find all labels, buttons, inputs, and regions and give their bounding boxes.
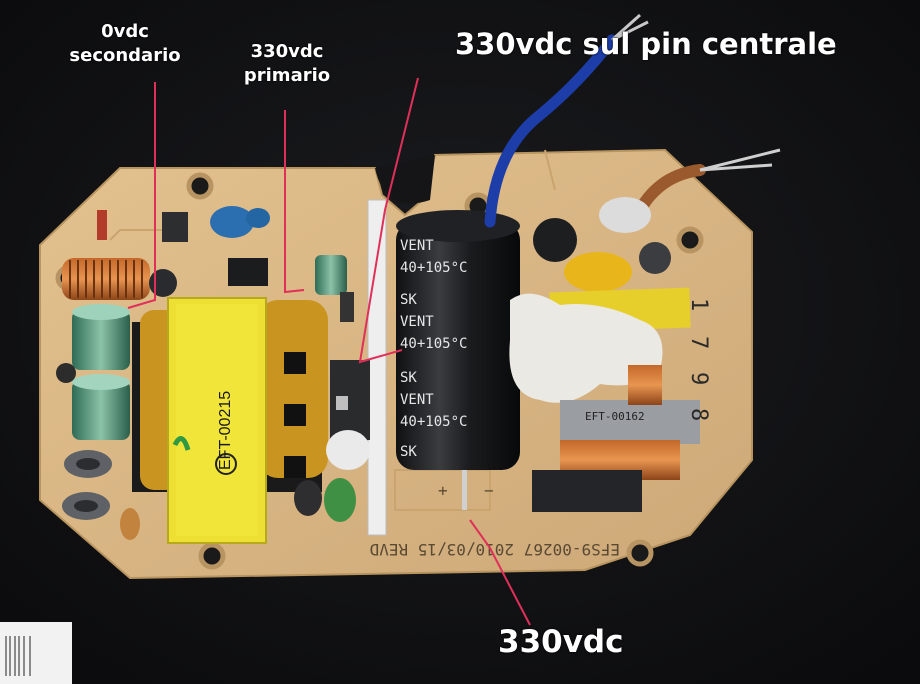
svg-text:SK: SK <box>400 370 417 386</box>
barcode-sticker <box>0 622 72 684</box>
label-0vdc-line2: secondario <box>69 45 181 66</box>
right-components: EFT-00162 <box>509 197 700 512</box>
svg-text:8: 8 <box>686 408 711 421</box>
arrow-bottom <box>469 519 531 626</box>
pcb-code-text: EFS9-00267 2010/03/15 REVD <box>370 540 620 559</box>
svg-text:EFT-00215: EFT-00215 <box>217 391 234 470</box>
annotation-arrows <box>127 77 531 626</box>
label-0vdc-line1: 0vdc <box>101 21 149 42</box>
polarity-minus: − <box>484 481 494 500</box>
label-330p-line2: primario <box>243 65 331 86</box>
svg-text:EFT-00162: EFT-00162 <box>585 410 645 423</box>
svg-text:40+105°C: 40+105°C <box>400 260 467 276</box>
arrow-0vdc <box>127 82 156 309</box>
svg-text:VENT: VENT <box>400 314 434 330</box>
arrow-330-primary <box>284 110 305 294</box>
main-transformer <box>132 297 328 544</box>
arrow-center-pin <box>358 77 419 364</box>
svg-text:VENT: VENT <box>400 392 434 408</box>
label-bottom-330vdc: 330vdc <box>498 624 624 660</box>
label-center-pin: 330vdc sul pin centrale <box>455 27 837 61</box>
svg-text:9: 9 <box>686 372 711 385</box>
polarity-plus: + <box>438 481 448 500</box>
toroid-inductor <box>62 258 150 300</box>
svg-text:VENT: VENT <box>400 238 434 254</box>
output-capacitors <box>56 304 130 440</box>
svg-text:40+105°C: 40+105°C <box>400 336 467 352</box>
svg-text:40+105°C: 40+105°C <box>400 414 467 430</box>
label-330p-line1: 330vdc <box>250 41 324 62</box>
ferrite-beads <box>62 450 140 540</box>
label-0vdc-secondary: 0vdc secondario <box>60 20 190 68</box>
transformer-label: EFT-00215 <box>217 391 234 470</box>
blue-wire <box>484 13 649 228</box>
svg-text:SK: SK <box>400 444 417 460</box>
svg-text:7: 7 <box>686 336 711 349</box>
svg-text:1: 1 <box>686 298 711 311</box>
side-digits: 1 7 9 8 <box>686 298 711 421</box>
label-330vdc-primary: 330vdc primario <box>228 40 346 88</box>
svg-text:SK: SK <box>400 292 417 308</box>
pcb-silkscreen: EFS9-00267 2010/03/15 REVD + − <box>370 481 620 559</box>
bulk-capacitor: VENT 40+105°C SK VENT 40+105°C SK VENT 4… <box>396 210 520 510</box>
